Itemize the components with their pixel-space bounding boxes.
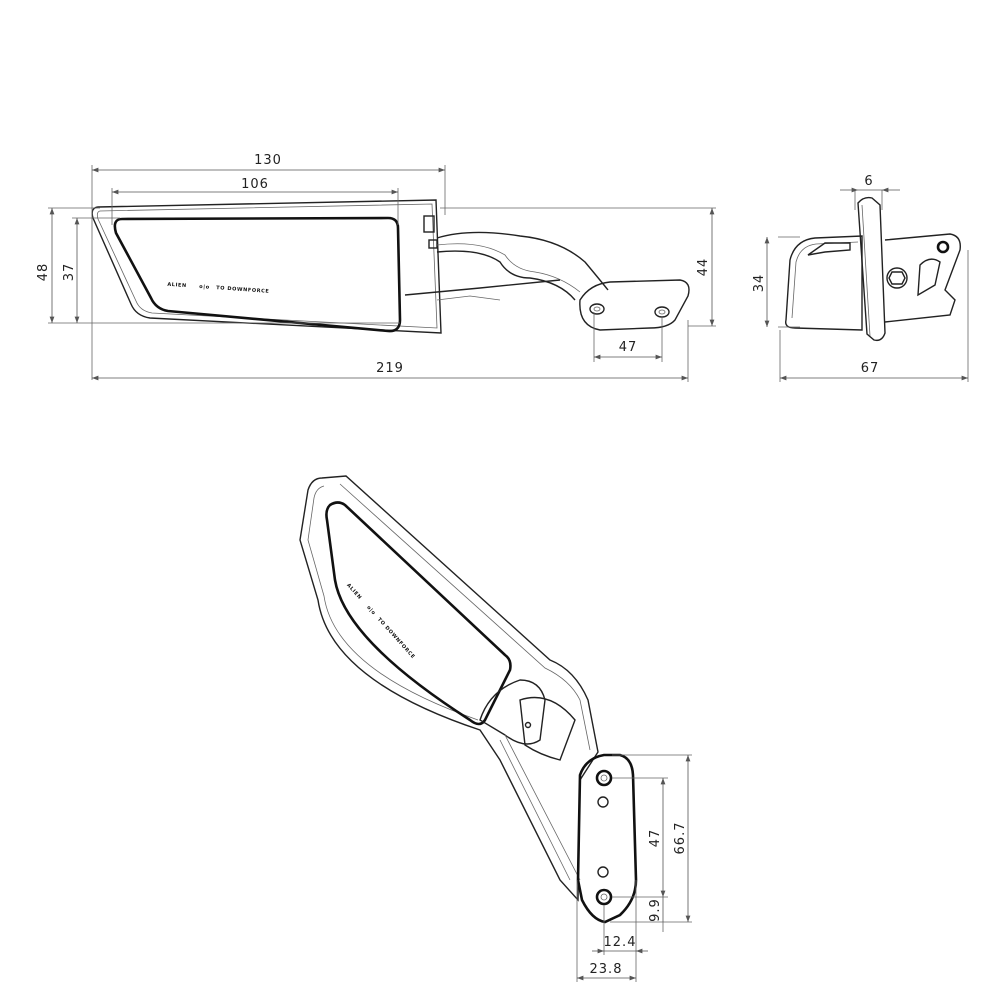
- mirror-housing: [91, 199, 442, 334]
- bottom-view: ALIEN o|o TO DOWNFORCE 47 66.7 9.9 12.4 …: [299, 475, 692, 982]
- dim-plate-thickness: 6: [864, 174, 873, 189]
- mount-hole-small: [597, 796, 609, 808]
- side-view: 6 34 67: [752, 174, 969, 382]
- front-view: ALIEN o|o TO DOWNFORCE 130 106 48 37 44 …: [36, 153, 716, 382]
- dim-total-height: 44: [696, 258, 711, 277]
- mount-hole: [595, 769, 613, 787]
- mount-arm: [436, 231, 609, 291]
- mount-hole: [589, 303, 605, 315]
- mirror-glass: [113, 216, 402, 333]
- dim-side-height: 34: [752, 274, 767, 293]
- bottom-housing: [299, 475, 599, 902]
- glass-marking-right: TO DOWNFORCE: [216, 285, 270, 295]
- dim-glass-height: 37: [62, 263, 77, 282]
- dim-bottom-hole-spacing: 47: [648, 829, 663, 848]
- glass-marking-symbol: o|o: [199, 284, 210, 291]
- mount-hole-small: [597, 866, 609, 878]
- side-plate: [857, 196, 886, 342]
- dim-plate-width: 23.8: [590, 962, 623, 977]
- mount-hole: [654, 306, 670, 318]
- bottom-mount-plate: [576, 753, 638, 924]
- bottom-glass-marking-symbol: o|o: [365, 605, 376, 617]
- side-housing: [785, 235, 863, 331]
- mount-hole: [595, 888, 613, 906]
- dim-side-depth: 67: [861, 361, 880, 376]
- dim-hole-to-edge: 12.4: [604, 935, 637, 950]
- bottom-glass-marking-left: ALIEN: [345, 582, 363, 601]
- dim-hole-spacing: 47: [619, 340, 638, 355]
- dim-housing-width: 130: [254, 153, 282, 168]
- bottom-glass: [325, 501, 512, 726]
- side-bracket: [884, 233, 961, 323]
- dim-hole-offset: 9.9: [648, 898, 663, 922]
- dim-plate-length: 66.7: [673, 822, 688, 855]
- hex-bolt: [886, 267, 908, 289]
- dim-glass-width: 106: [241, 177, 269, 192]
- mount-plate: [579, 279, 690, 331]
- dim-housing-height: 48: [36, 263, 51, 282]
- glass-marking-left: ALIEN: [167, 282, 187, 289]
- dim-overall-length: 219: [376, 361, 404, 376]
